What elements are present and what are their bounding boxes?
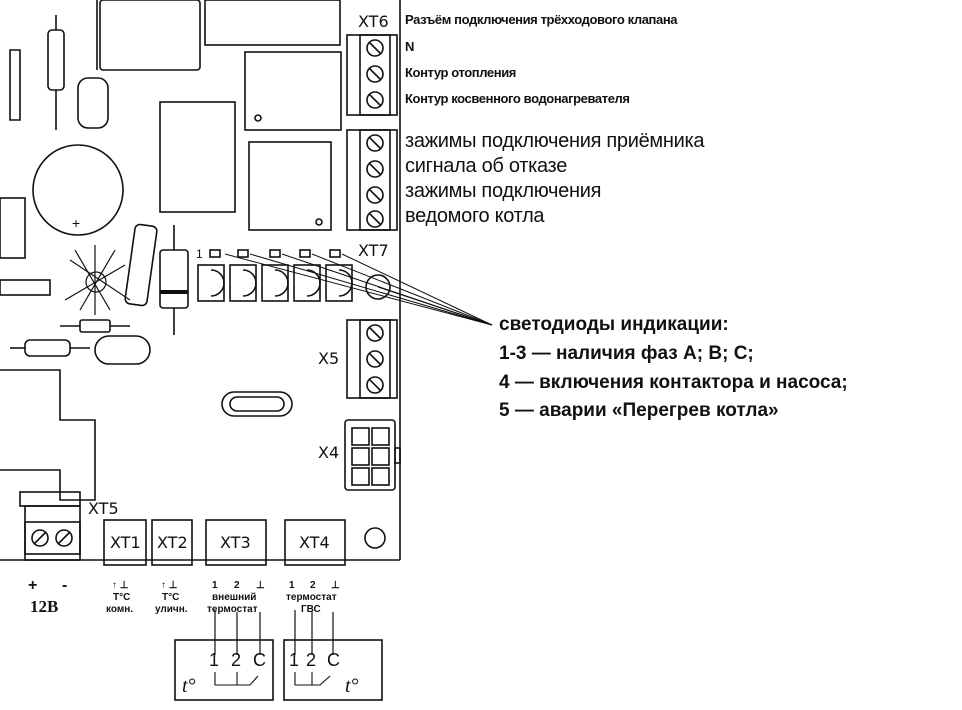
label-xt4: XT4 [299, 533, 330, 552]
power-voltage: 12В [30, 597, 58, 616]
xt7-label-2: сигнала об отказе [405, 155, 568, 177]
connector-xt7 [346, 129, 398, 231]
led-leader-lines [224, 253, 493, 326]
thermostat-left-pin-1: 1 [209, 650, 219, 670]
connector-xt2 [151, 519, 193, 566]
heatsink [64, 245, 131, 315]
xt6-label-valve: Разъём подключения трёхходового клапана [405, 12, 678, 27]
xt2-line1: T°C [162, 592, 179, 603]
xt1-line2: комн. [106, 604, 133, 615]
label-xt7: XT7 [358, 241, 389, 260]
thermostat-right-pin-c: C [327, 650, 340, 670]
xt6-label-n: N [405, 39, 414, 54]
label-x5: X5 [318, 349, 339, 368]
label-xt3: XT3 [220, 533, 251, 552]
connector-xt5 [19, 491, 81, 561]
capacitor-top-left [9, 49, 21, 121]
xt7-label-1: зажимы подключения приёмника [405, 130, 705, 152]
diode-small [79, 319, 111, 333]
xt6-label-indirect: Контур косвенного водонагревателя [405, 91, 630, 106]
xt1-line1: T°C [113, 592, 130, 603]
label-xt2: XT2 [157, 533, 188, 552]
thermostat-right-pin-1: 1 [289, 650, 299, 670]
xt4-line1: термостат [286, 592, 337, 603]
crystal-left [94, 335, 151, 365]
relay-top [99, 0, 201, 71]
xt7-label-3: зажимы подключения [405, 180, 602, 202]
led-caption-phases: 1-3 — наличия фаз А; В; С; [499, 343, 754, 364]
power-minus: - [62, 577, 67, 594]
xt6-label-heating: Контур отопления [405, 65, 516, 80]
led-caption-contactor: 4 — включения контактора и насоса; [499, 372, 848, 393]
plus-marker: + [72, 215, 80, 231]
crystal-oscillator [221, 391, 293, 417]
label-x4: X4 [318, 443, 339, 462]
connector-xt3 [205, 519, 267, 566]
relay-2 [244, 51, 342, 131]
connector-x5 [346, 319, 398, 399]
electrolytic-capacitor [32, 144, 124, 236]
led-row [197, 249, 391, 302]
xt2-line2: уличн. [155, 604, 188, 615]
xt3-pin-3: ⊥ [256, 580, 265, 591]
xt7-label-4: ведомого котла [405, 205, 545, 227]
inductor [77, 77, 109, 129]
led-caption-title: светодиоды индикации: [499, 314, 729, 335]
xt1-arrows: ↑ ⊥ [112, 580, 129, 591]
xt3-pin-1: 1 [212, 580, 218, 591]
relay-1 [159, 101, 236, 213]
label-xt1: XT1 [110, 533, 141, 552]
resistor-diag [124, 223, 158, 307]
led-first-index: 1 [196, 247, 203, 261]
xt3-pin-2: 2 [234, 580, 240, 591]
connector-xt1 [103, 519, 147, 566]
resistor-vertical [47, 29, 65, 91]
thermostat-left-pin-c: C [253, 650, 266, 670]
xt2-arrows: ↑ ⊥ [161, 580, 178, 591]
connector-x4 [344, 419, 401, 491]
thermostat-left-symbol: t° [182, 675, 196, 697]
xt4-pin-2: 2 [310, 580, 316, 591]
label-xt6: XT6 [358, 12, 389, 31]
xt4-line2: ГВС [301, 604, 321, 615]
thermostat-left-box [174, 639, 274, 701]
connector-xt4 [284, 519, 346, 566]
thermostat-left-pin-2: 2 [231, 650, 241, 670]
power-plus: + [28, 577, 37, 594]
xt3-line1: внешний [212, 592, 256, 603]
connector-xt6 [346, 34, 398, 116]
xt4-pin-3: ⊥ [331, 580, 340, 591]
xt4-pin-1: 1 [289, 580, 295, 591]
thermostat-right-box [283, 639, 383, 701]
diode-large [159, 249, 189, 309]
thermostat-right-pin-2: 2 [306, 650, 316, 670]
thermostat-right-symbol: t° [345, 675, 359, 697]
xt3-line2: термостат [207, 604, 258, 615]
relay-3 [248, 141, 332, 231]
mounting-hole [364, 527, 386, 549]
thermostat-wiring [214, 610, 334, 655]
label-xt5: XT5 [88, 499, 119, 518]
resistor-horizontal [24, 339, 71, 357]
led-caption-overheat: 5 — аварии «Перегрев котла» [499, 400, 779, 421]
